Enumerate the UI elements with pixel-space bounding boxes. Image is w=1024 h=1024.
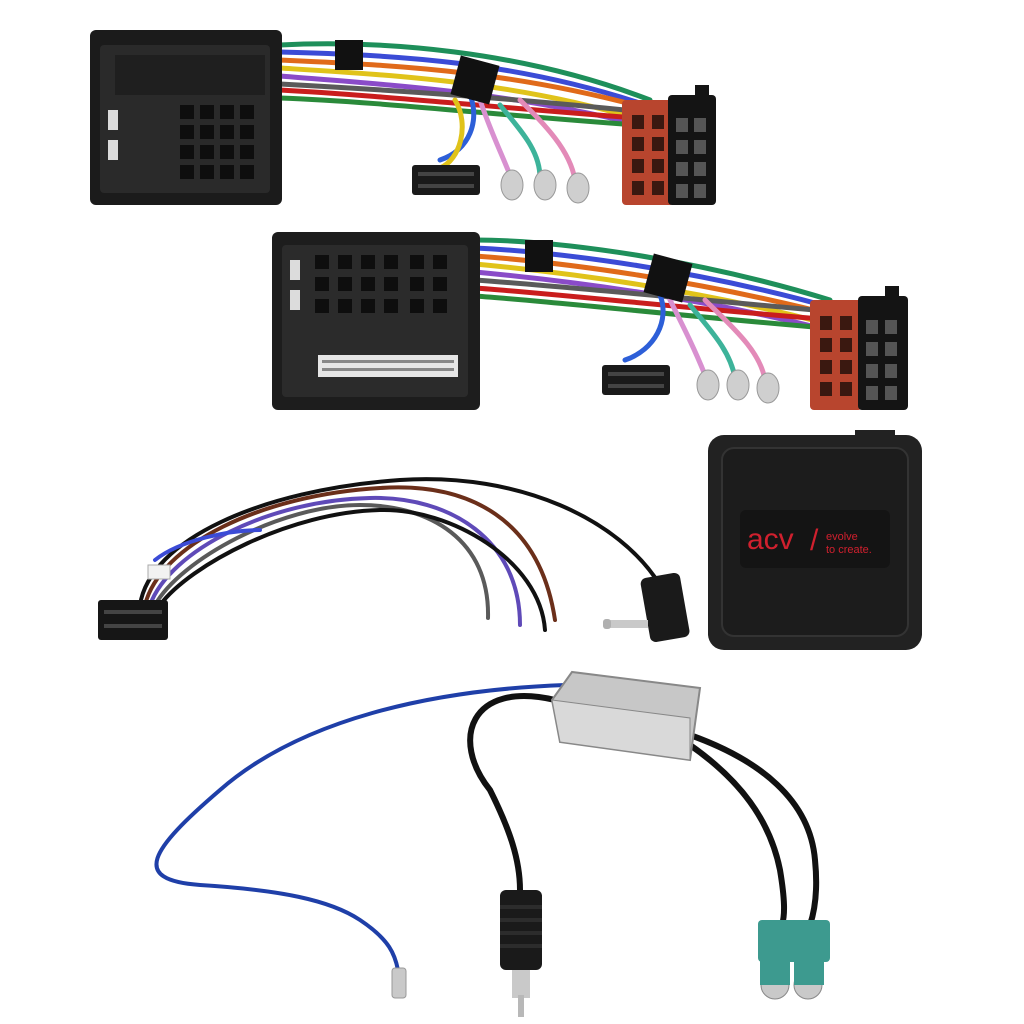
din-antenna-plug [500,890,542,1017]
fakra-connector [758,920,830,1000]
spade-terminals [500,169,590,204]
logo-slogan-line1: evolve [826,531,858,543]
iso-speaker-connector [810,300,862,410]
logo-slogan-line2: to create. [826,544,872,556]
quadlock-harness-1 [90,30,716,205]
quadlock-connector [272,232,480,410]
tape-band [643,253,693,303]
tape-band [450,55,500,105]
wire-bundle [472,237,873,383]
quadlock-connector [90,30,282,205]
iso-power-connector [858,286,908,410]
ground-terminal [391,967,407,999]
iso-power-connector [668,85,716,205]
wire-clip [147,564,171,580]
spade-terminals [696,369,780,404]
logo-slash: / [810,524,819,557]
logo-brand: acv [747,523,794,556]
iso-speaker-connector [622,100,674,205]
quadlock-harness-2 [272,232,908,410]
small-multipin-connector [602,365,670,395]
tape-band [335,40,363,70]
antenna-adapter [154,683,820,972]
interface-box [708,430,922,650]
small-multipin-connector [412,165,480,195]
mini-jack-plug [603,572,690,643]
patch-lead [138,477,662,632]
antenna-splitter-box [550,670,702,762]
tape-band [525,240,553,272]
patch-lead-connector [98,600,168,640]
white-pin-block [318,355,458,377]
